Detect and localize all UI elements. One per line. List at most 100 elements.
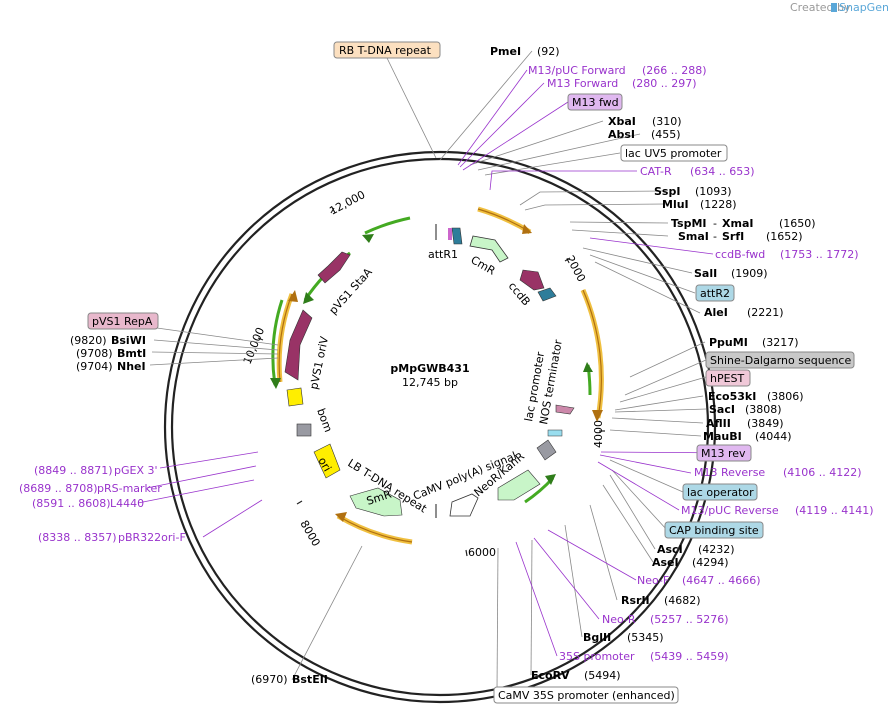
primer-name: Neo-R <box>602 613 636 626</box>
label-bom: bom <box>314 407 335 434</box>
enzyme-pos: (4682) <box>664 594 701 607</box>
enzyme-pos: (6970) <box>251 673 288 686</box>
enzyme-name: SalI <box>694 267 717 280</box>
smr-feature <box>349 487 403 517</box>
box-m13-rev <box>696 444 752 462</box>
enzyme-name: SacI <box>709 403 735 416</box>
enzyme-pos: (1650) <box>779 217 816 230</box>
primer-name: ccdB-fwd <box>715 248 765 261</box>
primer-name: pRS-marker <box>97 482 162 495</box>
orf-arc-2-head <box>592 410 603 422</box>
enzyme-pos: (3849) <box>747 417 784 430</box>
enzyme-pos: (9704) <box>76 360 113 373</box>
hpest-feature <box>555 404 575 415</box>
box-attr2 <box>695 284 735 302</box>
enzyme-pos: (1228) <box>700 198 737 211</box>
enzyme-name: PpuMI <box>709 336 748 349</box>
enzyme-pos: (3808) <box>745 403 782 416</box>
tick-12000: 12,000 <box>327 188 367 218</box>
orf-arc-3 <box>336 513 413 545</box>
tick-6000: 6000 <box>468 546 496 559</box>
box-lacuv5-text: lac UV5 promoter <box>625 147 722 160</box>
enzyme-pos: (4294) <box>692 556 729 569</box>
box-m13-rev-text: M13 rev <box>701 447 746 460</box>
primer-name: CAT-R <box>640 165 672 178</box>
enzyme-name: BsiWI <box>111 334 146 347</box>
nos-term-feature <box>536 439 557 461</box>
enzyme-name: XmaI <box>722 217 753 230</box>
enzyme-dash: - <box>713 217 717 230</box>
enzyme-dash: - <box>713 230 717 243</box>
primer-range: (4647 .. 4666) <box>682 574 761 587</box>
box-rb-tdna <box>333 41 441 59</box>
orf-arc-1-head <box>522 224 532 234</box>
enzyme-name: BstEII <box>292 673 328 686</box>
enzyme-name: SspI <box>654 185 680 198</box>
tick-marks <box>257 207 605 557</box>
enzyme-pos: (455) <box>651 128 681 141</box>
enzyme-name: BmtI <box>117 347 146 360</box>
primer-range: (1753 .. 1772) <box>780 248 859 261</box>
enzyme-name: AbsI <box>608 128 635 141</box>
orf-arc-2 <box>580 289 604 419</box>
ori-feature <box>313 443 341 479</box>
primer-name: M13 Reverse <box>694 466 765 479</box>
attr1-feature <box>451 227 463 245</box>
plasmid-length: 12,745 bp <box>402 376 458 389</box>
enzyme-name: MluI <box>662 198 689 211</box>
enzyme-name: SmaI <box>678 230 709 243</box>
enzyme-labels: PmeI (92) XbaI (310) AbsI (455) SspI (10… <box>70 45 816 686</box>
green-arc-4 <box>364 216 411 235</box>
orf-arcs <box>270 206 604 545</box>
tick-4000: 4000 <box>592 420 605 448</box>
enzyme-pos: (2221) <box>747 306 784 319</box>
enzyme-pos: (3217) <box>762 336 799 349</box>
enzyme-name: PmeI <box>490 45 521 58</box>
camv-polya-feature <box>449 493 479 517</box>
enzyme-name: TspMI <box>671 217 707 230</box>
tick-2000: 2000 <box>563 253 588 284</box>
enzyme-pos: (4232) <box>698 543 735 556</box>
primer-range: (4119 .. 4141) <box>795 504 874 517</box>
box-cap-site <box>664 521 764 539</box>
enzyme-pos: (92) <box>537 45 560 58</box>
enzyme-name: RsrII <box>621 594 650 607</box>
primer-name: Neo-F <box>637 574 669 587</box>
box-camv35s-text: CaMV 35S promoter (enhanced) <box>498 689 675 702</box>
boxed-features: RB T-DNA repeat M13 fwd lac UV5 promoter… <box>87 41 855 704</box>
box-pvs1-repa-text: pVS1 RepA <box>92 315 153 328</box>
plasmid-name: pMpGWB431 <box>390 362 469 375</box>
bom-feature <box>286 387 304 407</box>
enzyme-name: BglII <box>583 631 611 644</box>
snapgene-logo-icon <box>831 3 837 12</box>
primer-range: (8689 .. 8708) <box>19 482 98 495</box>
primer-name: 35S promoter <box>559 650 635 663</box>
enzyme-name: Eco53kI <box>708 390 756 403</box>
oriv-feature <box>284 309 313 381</box>
enzyme-pos: (1652) <box>766 230 803 243</box>
enzyme-pos: (310) <box>652 115 682 128</box>
cmr-feature <box>469 235 509 263</box>
enzyme-pos: (4044) <box>755 430 792 443</box>
box-cap-site-text: CAP binding site <box>669 524 759 537</box>
primer-labels: M13/pUC Forward (266 .. 288) M13 Forward… <box>19 64 874 663</box>
box-attr2-text: attR2 <box>700 287 730 300</box>
box-hpest <box>705 369 751 387</box>
box-m13-fwd <box>567 93 623 111</box>
tick-8000: 8000 <box>297 518 322 549</box>
ccdb-feature <box>519 269 545 291</box>
label-attr1: attR1 <box>428 248 458 261</box>
enzyme-pos: (1093) <box>695 185 732 198</box>
box-shine <box>705 351 855 369</box>
primer-range: (5257 .. 5276) <box>650 613 729 626</box>
primer-name: M13/pUC Reverse <box>681 504 779 517</box>
enzyme-pos: (3806) <box>767 390 804 403</box>
enzyme-pos: (5494) <box>584 669 621 682</box>
enzyme-name: NheI <box>117 360 146 373</box>
backbone-inner <box>170 157 710 697</box>
primer-range: (8591 .. 8608) <box>32 497 111 510</box>
staa-feature <box>317 251 351 284</box>
attr2-feature <box>537 287 557 302</box>
